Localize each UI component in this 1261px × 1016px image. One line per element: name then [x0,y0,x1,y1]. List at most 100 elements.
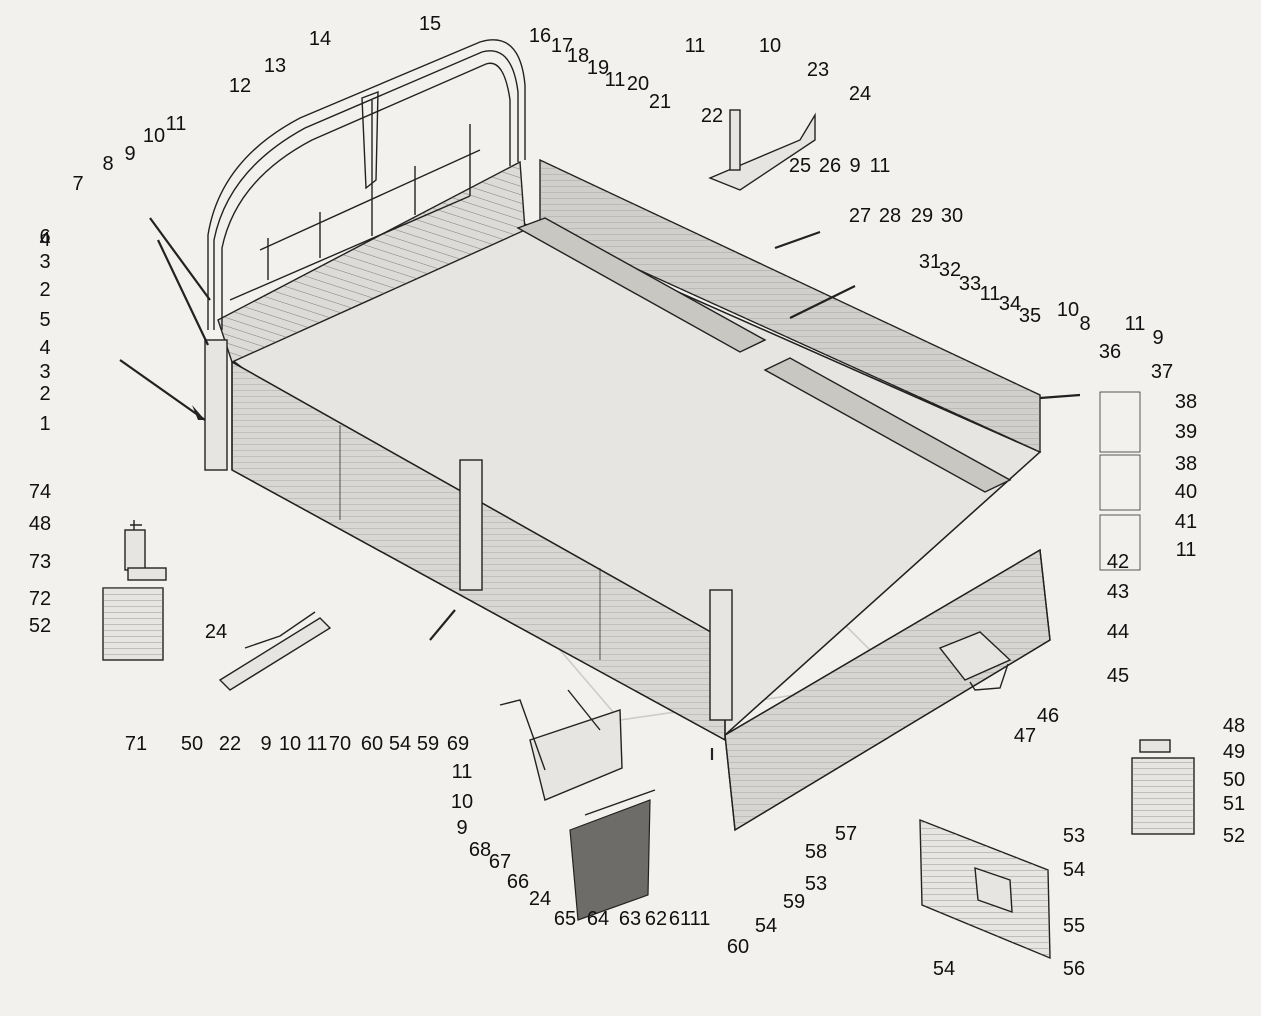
callout-label: 3 [39,361,50,383]
callout-label: 13 [264,55,286,77]
callout-label: 11 [605,69,626,91]
callout-label: 6 [39,226,50,248]
callout-label: 54 [1063,859,1085,881]
callout-label: 31 [919,251,941,273]
callout-label: 50 [181,733,203,755]
callout-label: 9 [124,143,135,165]
callout-label: 46 [1037,705,1059,727]
callout-label: 24 [849,83,871,105]
callout-label: 59 [783,891,805,913]
callout-label: 9 [849,155,860,177]
callout-label: 11 [166,113,187,135]
upper-bracket [708,109,816,191]
callout-label: 2 [39,383,50,405]
callout-label: 59 [417,733,439,755]
callout-label: 11 [870,155,891,177]
callout-label: 8 [102,153,113,175]
callout-label: 27 [849,205,871,227]
callout-label: 57 [835,823,857,845]
spring-assembly-left [102,520,167,661]
callout-label: 39 [1175,421,1197,443]
callout-label: 41 [1175,511,1197,533]
callout-label: 16 [529,25,551,47]
callout-label: 53 [1063,825,1085,847]
callout-label: 11 [307,733,328,755]
callout-label: 52 [29,615,51,637]
callout-label: 11 [1125,313,1146,335]
callout-label: 10 [279,733,301,755]
callout-label: 30 [941,205,963,227]
callout-label: 23 [807,59,829,81]
callout-label: 24 [529,888,551,910]
callout-label: 1 [39,413,50,435]
callout-label: 33 [959,273,981,295]
callout-label: 60 [361,733,383,755]
callout-label: 15 [419,13,441,35]
hinge-bracket [218,611,332,691]
callout-label: 42 [1107,551,1129,573]
callout-label: 11 [980,283,1001,305]
bracket-block [919,818,1051,960]
spring-assembly-right [1131,739,1195,835]
callout-label: 11 [1176,539,1197,561]
callout-label: 32 [939,259,961,281]
callout-label: 48 [1223,715,1245,737]
callout-label: 50 [1223,769,1245,791]
callout-label: 55 [1063,915,1085,937]
callout-label: 3 [39,251,50,273]
callout-label: 11 [685,35,706,57]
callout-label: 72 [29,588,51,610]
callout-label: 54 [389,733,411,755]
callout-label: 10 [143,125,165,147]
callout-label: 9 [1152,327,1163,349]
callout-label: 38 [1175,453,1197,475]
callout-label: 2 [39,279,50,301]
callout-label: 44 [1107,621,1129,643]
callout-label: 10 [1057,299,1079,321]
callout-label: 4 [39,337,50,359]
callout-label: 36 [1099,341,1121,363]
callout-label: 54 [933,958,955,980]
callout-label: 63 [619,908,641,930]
callout-label: 74 [29,481,51,503]
callout-label: 10 [759,35,781,57]
callout-label: 73 [29,551,51,573]
callout-label: 37 [1151,361,1173,383]
callout-label: 40 [1175,481,1197,503]
callout-label: 11 [452,761,473,783]
callout-label: 60 [727,936,749,958]
cab-guard [207,39,526,330]
pin-kits [1099,391,1141,571]
callout-label: 48 [29,513,51,535]
callout-label: 12 [229,75,251,97]
callout-label: 54 [755,915,777,937]
callout-label: 67 [489,851,511,873]
callout-label: 64 [587,908,609,930]
callout-label: 11 [690,908,711,930]
callout-label: 25 [789,155,811,177]
callout-label: 66 [507,871,529,893]
callout-label: 22 [701,105,723,127]
assembly-arrows [119,217,1081,760]
callout-label: 68 [469,839,491,861]
rear-bench [763,357,1012,493]
callout-label: 45 [1107,665,1129,687]
callout-label: 21 [649,91,671,113]
callout-label: 53 [805,873,827,895]
callout-label: 35 [1019,305,1041,327]
callout-label: 28 [879,205,901,227]
callout-label: 43 [1107,581,1129,603]
callout-label: 58 [805,841,827,863]
callout-label: 4 [39,229,50,251]
step [938,631,1012,681]
callout-label: 8 [1079,313,1090,335]
callout-label: 26 [819,155,841,177]
callout-label: 71 [125,733,147,755]
callout-label: 7 [72,173,83,195]
mud-flap-assembly [499,689,656,921]
callout-label: 24 [205,621,227,643]
callout-label: 19 [587,57,609,79]
